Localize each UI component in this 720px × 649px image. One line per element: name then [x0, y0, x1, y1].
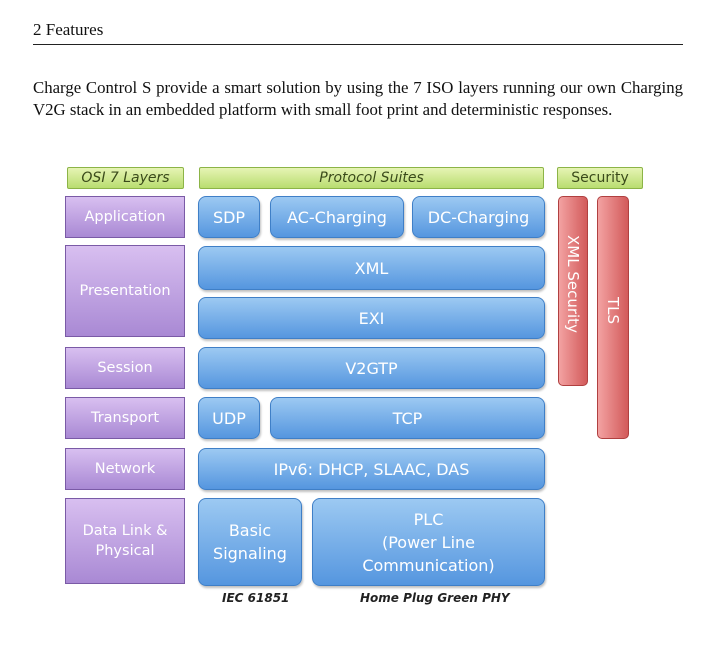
layer-session-label: Session	[97, 360, 153, 376]
layer-network: Network	[65, 448, 185, 490]
protocol-ac-label: AC-Charging	[287, 207, 387, 227]
layer-session: Session	[65, 347, 185, 389]
security-xml-label: XML Security	[564, 235, 582, 333]
protocol-sdp: SDP	[198, 196, 260, 238]
protocol-tcp: TCP	[270, 397, 545, 439]
protocol-exi: EXI	[198, 297, 545, 339]
protocol-exi-label: EXI	[358, 308, 385, 328]
layer-datalink-label: Data Link &	[82, 523, 168, 539]
protocol-udp-label: UDP	[212, 408, 246, 428]
layer-application: Application	[65, 196, 185, 238]
protocol-basic-signaling: Basic Signaling	[198, 498, 302, 586]
protocol-ipv6: IPv6: DHCP, SLAAC, DAS	[198, 448, 545, 490]
header-security: Security	[557, 167, 643, 189]
security-xml-security: XML Security	[558, 196, 588, 386]
protocol-sdp-label: SDP	[212, 207, 246, 227]
protocol-v2gtp: V2GTP	[198, 347, 545, 389]
protocol-v2gtp-label: V2GTP	[345, 358, 398, 378]
layer-datalink-physical: Data Link & Physical	[65, 498, 185, 584]
caption-home-plug: Home Plug Green PHY	[360, 591, 510, 605]
protocol-plc-label-2: (Power Line	[381, 532, 476, 552]
layer-network-label: Network	[94, 461, 156, 477]
header-osi-label: OSI 7 Layers	[81, 170, 170, 186]
protocol-ipv6-label: IPv6: DHCP, SLAAC, DAS	[273, 459, 470, 479]
protocol-dc-charging: DC-Charging	[412, 196, 545, 238]
header-security-label: Security	[571, 170, 629, 186]
protocol-tcp-label: TCP	[392, 408, 423, 428]
header-osi-layers: OSI 7 Layers	[67, 167, 184, 189]
layer-transport-label: Transport	[90, 410, 160, 426]
security-tls-label: TLS	[604, 297, 622, 325]
layer-transport: Transport	[65, 397, 185, 439]
layer-presentation: Presentation	[65, 245, 185, 337]
intro-paragraph: Charge Control S provide a smart solutio…	[33, 78, 683, 119]
protocol-ac-charging: AC-Charging	[270, 196, 404, 238]
protocol-udp: UDP	[198, 397, 260, 439]
protocol-plc-label-1: PLC	[413, 509, 444, 529]
layer-physical-label: Physical	[95, 543, 155, 559]
caption-iec-61851: IEC 61851	[222, 591, 290, 605]
protocol-xml: XML	[198, 246, 545, 290]
layer-presentation-label: Presentation	[79, 283, 171, 299]
protocol-xml-label: XML	[354, 258, 389, 278]
header-protocols-label: Protocol Suites	[319, 170, 424, 186]
protocol-basic-label: Basic	[228, 521, 272, 540]
protocol-dc-label: DC-Charging	[427, 207, 530, 227]
header-protocol-suites: Protocol Suites	[199, 167, 544, 189]
protocol-signaling-label: Signaling	[213, 544, 287, 563]
section-title: 2 Features	[33, 20, 104, 39]
security-tls: TLS	[597, 196, 629, 439]
protocol-plc: PLC (Power Line Communication)	[312, 498, 545, 586]
layer-application-label: Application	[84, 209, 166, 225]
section-rule	[33, 44, 683, 45]
protocol-plc-label-3: Communication)	[362, 555, 495, 575]
